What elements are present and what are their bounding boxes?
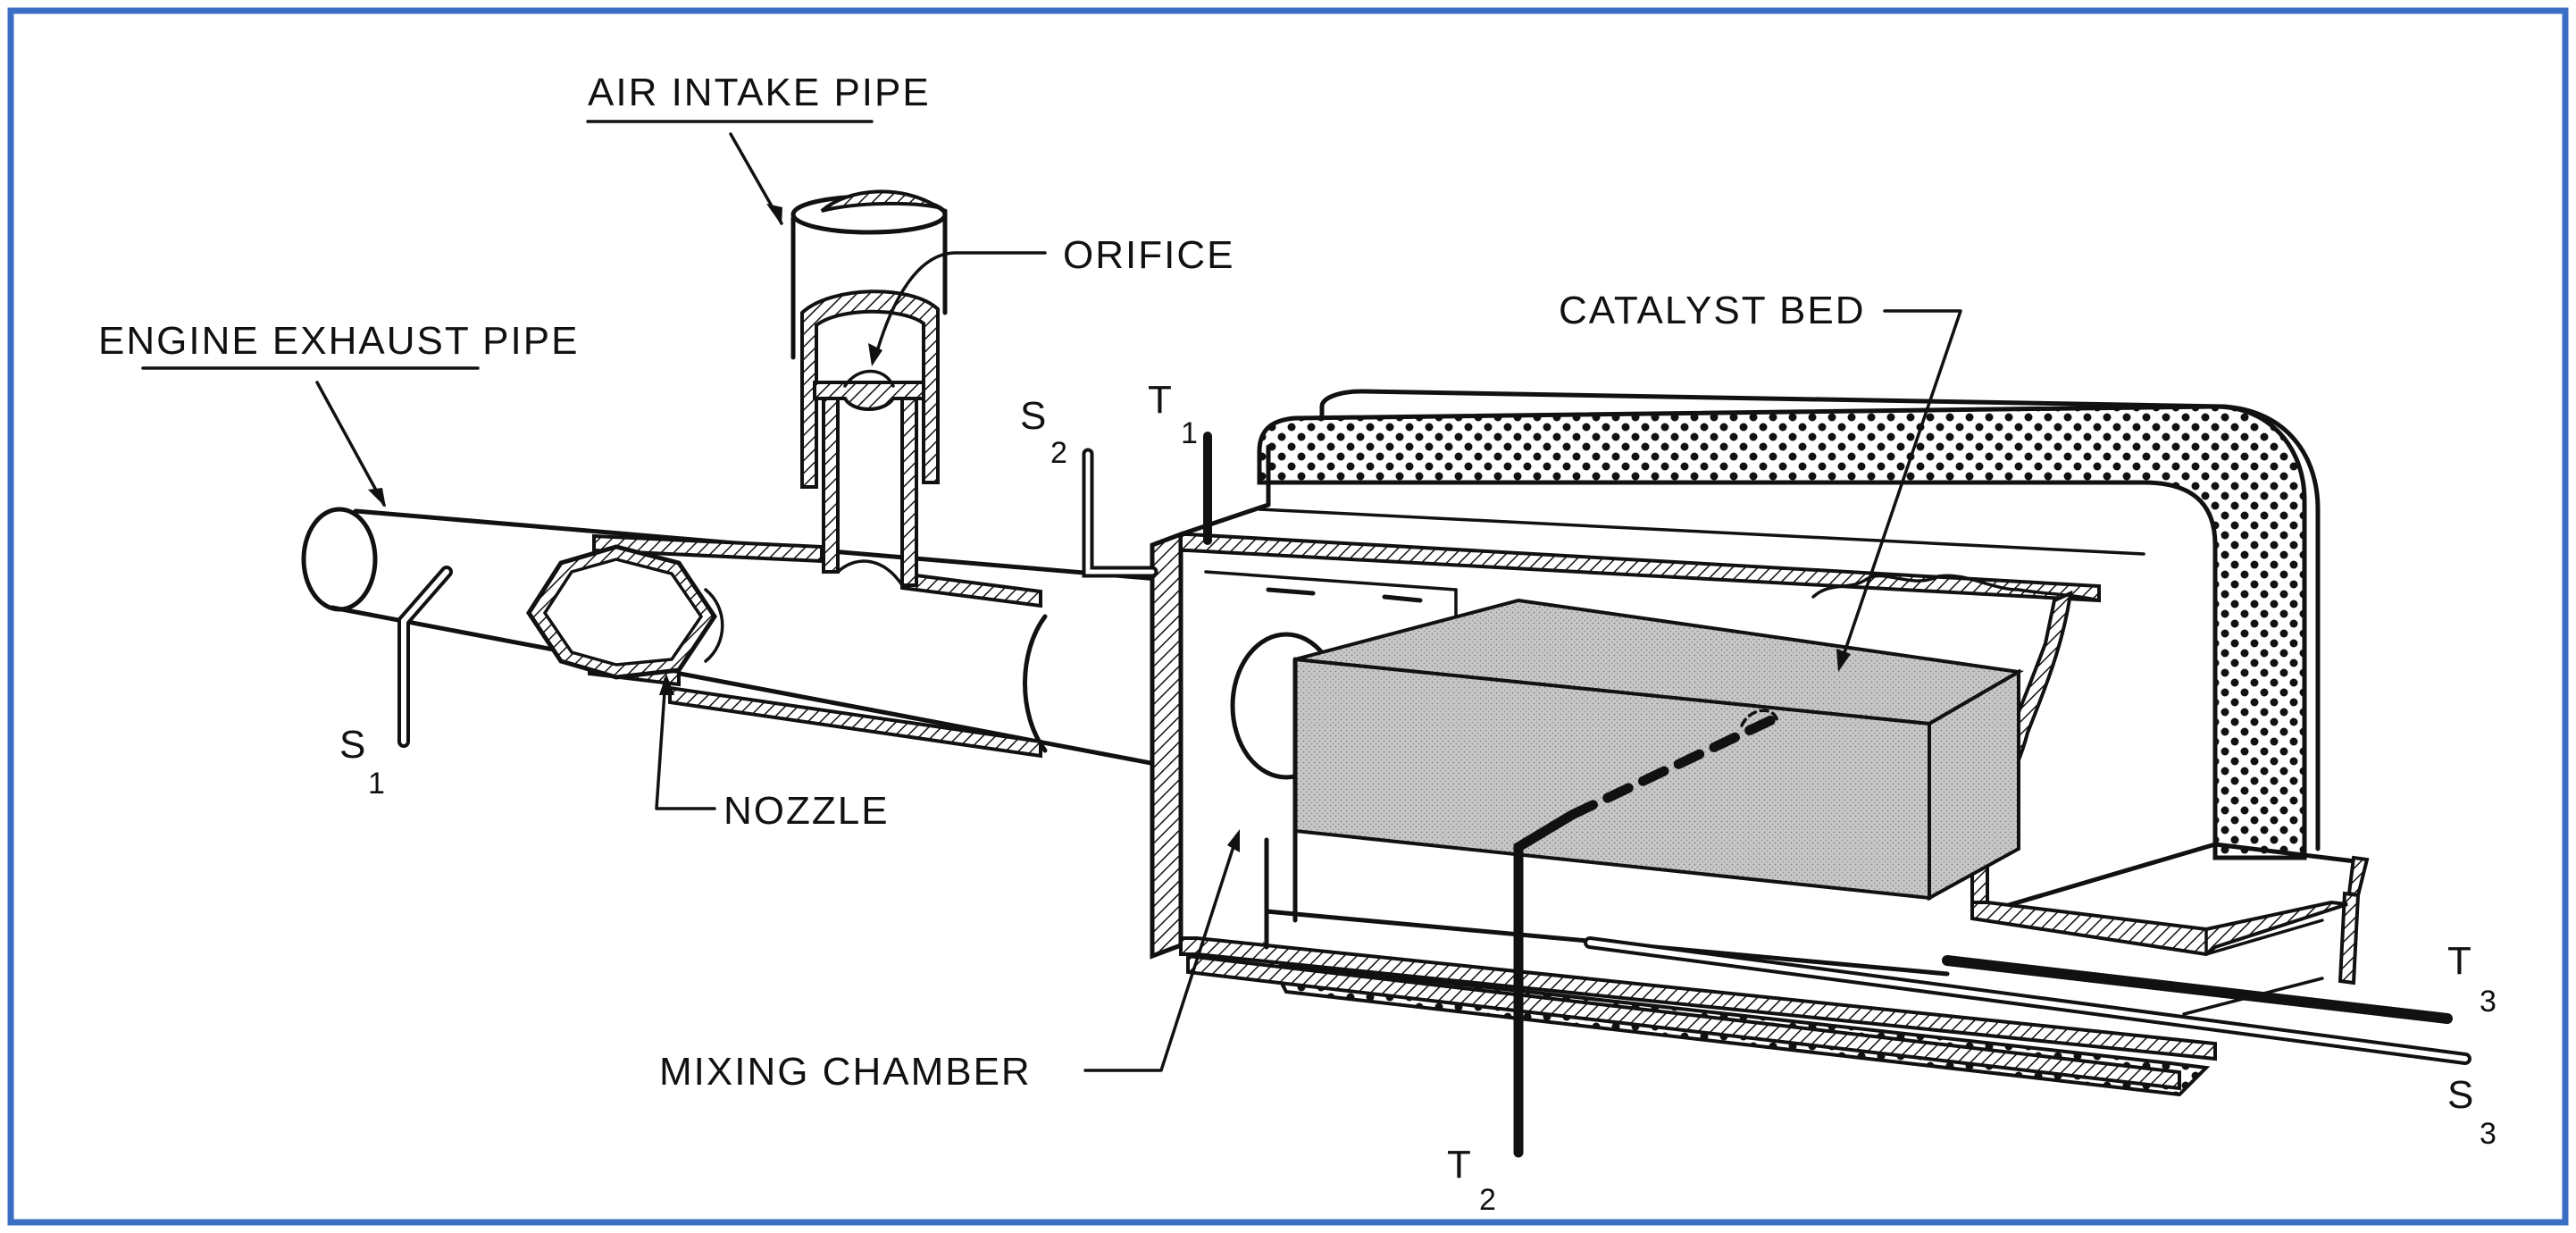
s1-label: S 1 [339,723,385,801]
s3-probe [1584,936,2471,1065]
outlet-duct [1970,842,2370,1016]
t3-probe [1942,955,2453,1024]
svg-text:T: T [1148,378,1174,422]
svg-text:1: 1 [368,767,385,801]
t3-label: T 3 [2447,939,2497,1019]
figure-border [7,7,2569,1226]
catalyst-bed [1292,598,2024,923]
svg-text:3: 3 [2480,985,2497,1019]
orifice-label: ORIFICE [1063,233,1234,277]
mixing-chamber-housing [1150,444,2217,1091]
svg-text:S: S [2447,1073,2475,1117]
engine-exhaust-pipe-label: ENGINE EXHAUST PIPE [98,319,579,363]
s2-probe [1082,448,1158,578]
svg-text:3: 3 [2480,1117,2497,1151]
svg-text:2: 2 [1050,436,1067,470]
air-intake-pipe [790,189,948,587]
s1-probe [397,566,453,748]
air-intake-pipe-label: AIR INTAKE PIPE [588,71,931,114]
svg-text:2: 2 [1479,1183,1496,1217]
engine-exhaust-pipe [301,507,1182,771]
s2-label: S 2 [1020,394,1067,470]
svg-text:1: 1 [1181,416,1198,450]
s3-label: S 3 [2447,1073,2497,1151]
svg-text:S: S [339,723,367,767]
orifice [813,369,925,411]
svg-text:T: T [2447,939,2473,983]
t1-label: T 1 [1148,378,1198,450]
svg-text:S: S [1020,394,1048,438]
nozzle-label: NOZZLE [723,789,890,833]
svg-text:T: T [1447,1143,1473,1187]
mixing-chamber-label: MIXING CHAMBER [659,1050,1032,1094]
nozzle [526,544,724,680]
t2-label: T 2 [1447,1143,1496,1217]
t2-probe [1513,709,1779,1158]
catalyst-bed-label: CATALYST BED [1559,289,1866,332]
leader-lines [141,120,1962,1072]
